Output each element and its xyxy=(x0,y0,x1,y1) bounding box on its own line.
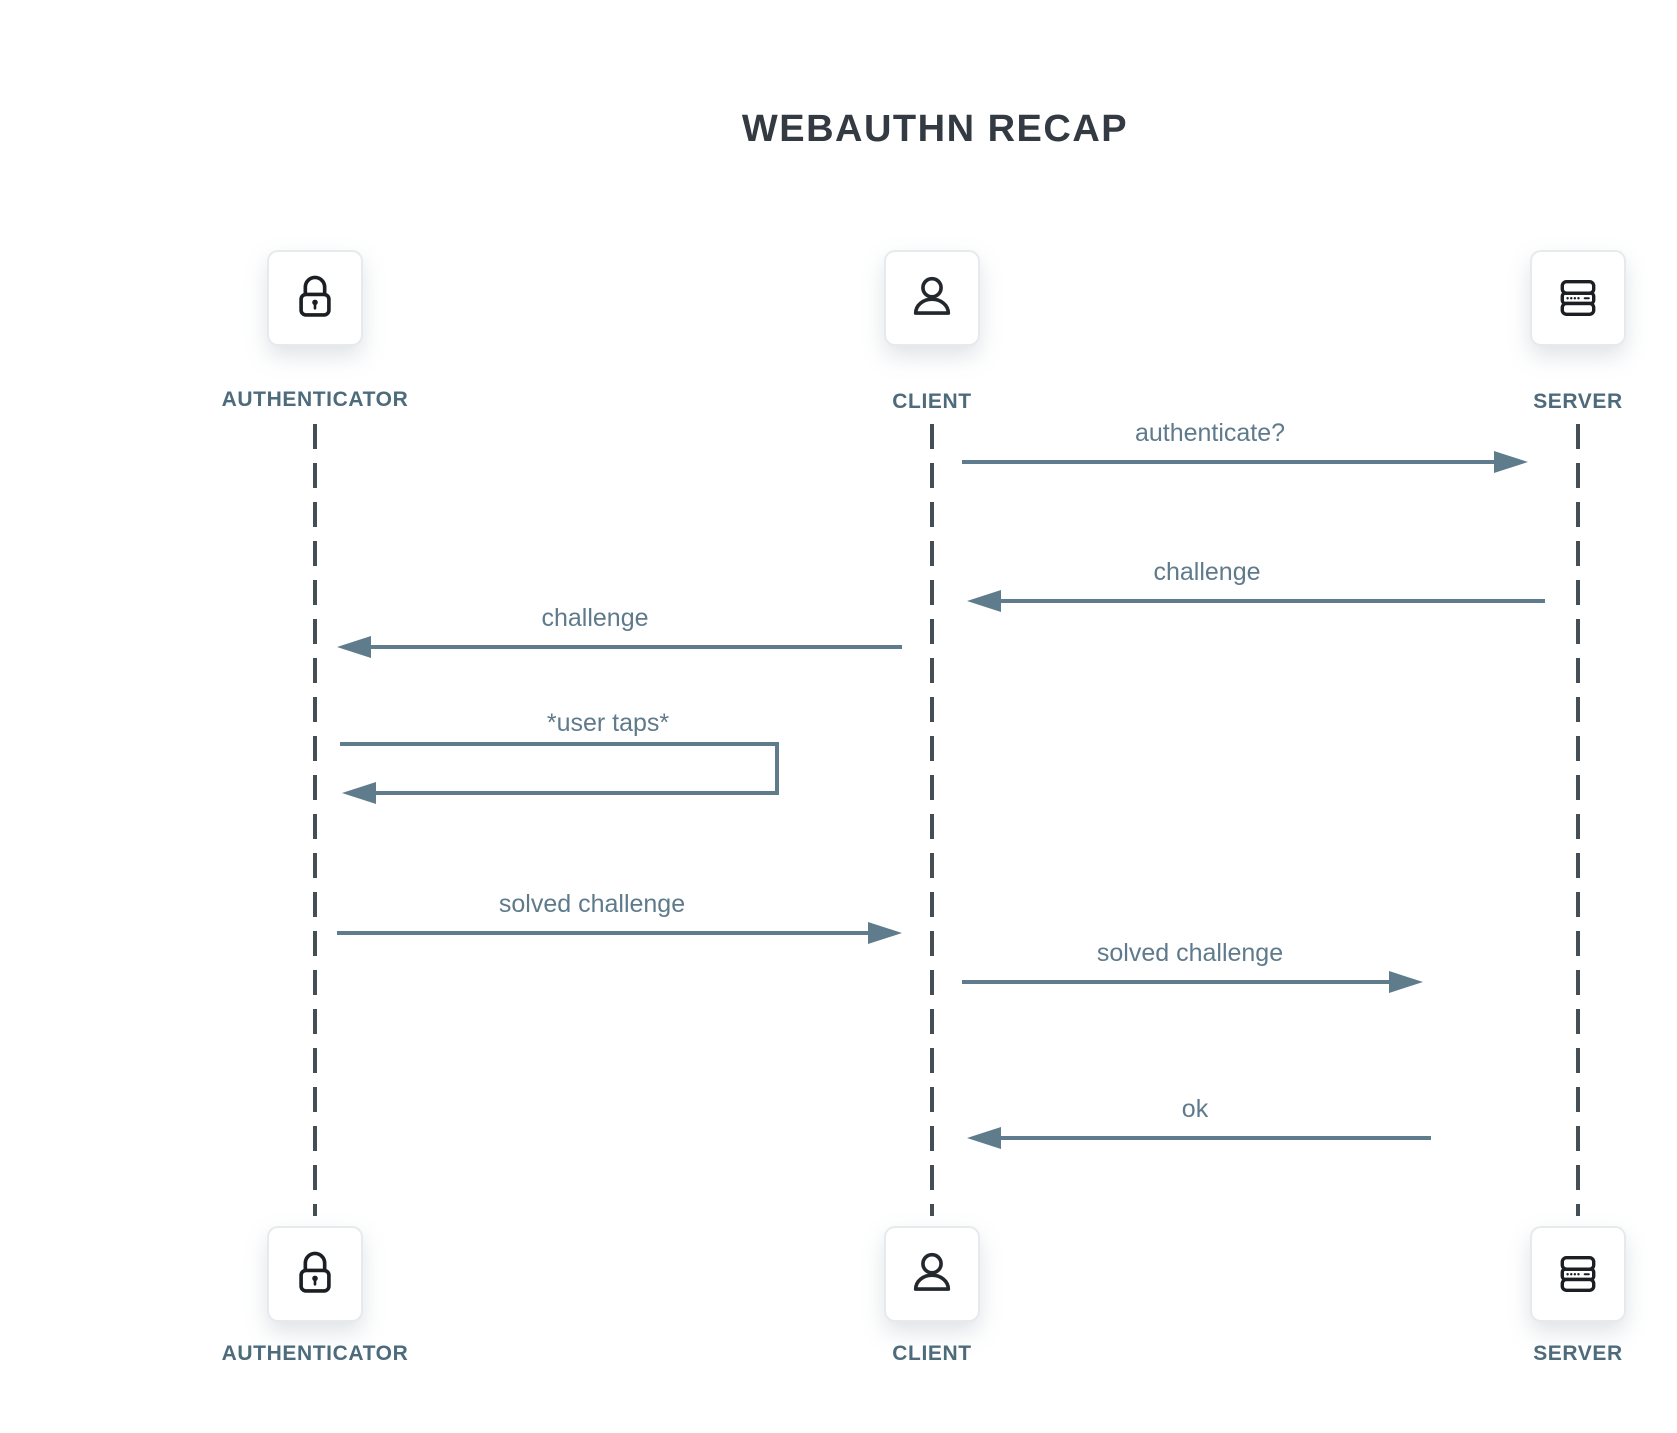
arrowhead-left-icon xyxy=(967,1127,1001,1149)
arrowhead-left-icon xyxy=(337,636,371,658)
message-label-authenticate: authenticate? xyxy=(1134,419,1286,447)
arrowhead-right-icon xyxy=(1389,971,1423,993)
authenticator-card-top xyxy=(267,250,363,346)
message-label-solved-auth: solved challenge xyxy=(498,890,686,918)
self-loop-right-line xyxy=(775,742,779,795)
message-label-challenge-server: challenge xyxy=(1153,558,1261,586)
server-icon xyxy=(1560,279,1596,317)
message-label-user-taps: *user taps* xyxy=(546,709,670,737)
diagram-title: WEBAUTHN RECAP xyxy=(741,108,1129,150)
lifeline-client xyxy=(930,424,934,1216)
self-loop-top-line xyxy=(340,742,779,746)
server-icon xyxy=(1560,1255,1596,1293)
authenticator-label-top: AUTHENTICATOR xyxy=(221,388,409,411)
message-arrow-challenge-server xyxy=(1001,599,1545,603)
client-card-top xyxy=(884,250,980,346)
message-label-solved-client: solved challenge xyxy=(1096,939,1284,967)
arrowhead-left-icon xyxy=(967,590,1001,612)
server-label-top: SERVER xyxy=(1533,390,1623,413)
arrowhead-right-icon xyxy=(1494,451,1528,473)
server-label-bottom: SERVER xyxy=(1533,1342,1623,1365)
message-arrow-challenge-client xyxy=(371,645,902,649)
message-arrow-solved-client xyxy=(962,980,1389,984)
lock-icon xyxy=(299,275,331,317)
message-arrow-authenticate xyxy=(962,460,1494,464)
arrowhead-left-icon xyxy=(342,782,376,804)
server-card-bottom xyxy=(1530,1226,1626,1322)
message-label-challenge-client: challenge xyxy=(541,604,649,632)
person-icon xyxy=(913,1252,951,1291)
lifeline-authenticator xyxy=(313,424,317,1216)
message-label-ok: ok xyxy=(1181,1095,1209,1123)
authenticator-label-bottom: AUTHENTICATOR xyxy=(221,1342,409,1365)
person-icon xyxy=(913,276,951,315)
self-loop-bottom-line xyxy=(376,791,775,795)
server-card-top xyxy=(1530,250,1626,346)
arrowhead-right-icon xyxy=(868,922,902,944)
client-label-top: CLIENT xyxy=(892,390,972,413)
message-arrow-solved-auth xyxy=(337,931,868,935)
lock-icon xyxy=(299,1251,331,1293)
client-label-bottom: CLIENT xyxy=(892,1342,972,1365)
lifeline-server xyxy=(1576,424,1580,1216)
client-card-bottom xyxy=(884,1226,980,1322)
authenticator-card-bottom xyxy=(267,1226,363,1322)
message-arrow-ok xyxy=(1001,1136,1431,1140)
